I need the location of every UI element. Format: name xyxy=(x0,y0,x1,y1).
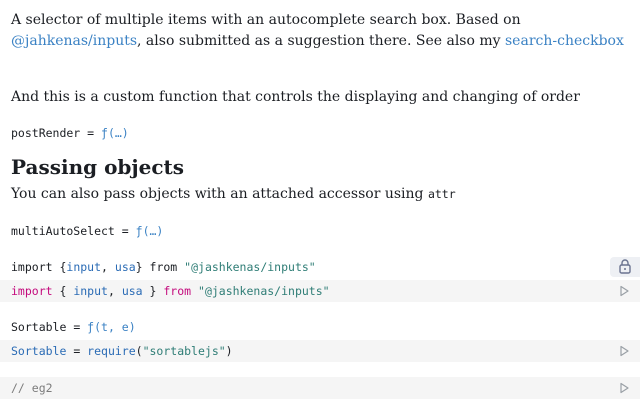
attr-code: attr xyxy=(427,187,456,201)
intro-paragraph: A selector of multiple items with an aut… xyxy=(11,10,626,52)
equals-sign: = xyxy=(66,320,88,334)
section-title: Passing objects xyxy=(11,155,185,179)
paren-close: ) xyxy=(225,344,233,358)
multiautoselect-name: multiAutoSelect xyxy=(11,224,115,238)
paren-open: ( xyxy=(135,344,143,358)
sortable-name: Sortable xyxy=(11,320,67,334)
section-description: You can also pass objects with an attach… xyxy=(11,184,626,205)
section-desc-text: You can also pass objects with an attach… xyxy=(11,186,428,202)
sortable-source: "sortablejs" xyxy=(142,344,226,358)
comment-code-cell[interactable]: // eg2 xyxy=(0,377,640,399)
play-icon[interactable] xyxy=(618,345,630,357)
jashkenas-inputs-link[interactable]: @jahkenas/inputs xyxy=(11,33,138,49)
input-ident: input xyxy=(66,260,102,274)
lock-icon[interactable] xyxy=(610,257,640,277)
sortable-fn[interactable]: ƒ(t, e) xyxy=(87,320,136,334)
intro-text-middle: , also submitted as a suggestion there. … xyxy=(137,33,505,49)
play-icon[interactable] xyxy=(618,382,630,394)
sortable-ident: Sortable xyxy=(11,344,67,358)
brace-open: { xyxy=(52,260,67,274)
import-output: import {input, usa} from "@jashkenas/inp… xyxy=(11,258,626,276)
from-keyword: from xyxy=(149,260,178,274)
postrender-output[interactable]: postRender = ƒ(…) xyxy=(11,124,626,142)
input-ident: input xyxy=(73,284,108,298)
sortable-output[interactable]: Sortable = ƒ(t, e) xyxy=(11,318,626,336)
import-source: "@jashkenas/inputs" xyxy=(198,284,330,298)
brace-close: } xyxy=(142,284,164,298)
postrender-name: postRender xyxy=(11,126,81,140)
comment-text: // eg2 xyxy=(11,381,53,395)
intro-text: A selector of multiple items with an aut… xyxy=(11,12,521,28)
equals-sign: = xyxy=(80,126,102,140)
lock-icon-svg xyxy=(619,259,631,274)
usa-ident: usa xyxy=(121,284,143,298)
brace-open: { xyxy=(52,284,74,298)
comma: , xyxy=(107,284,122,298)
search-checkbox-link[interactable]: search-checkbox xyxy=(505,33,624,49)
order-note: And this is a custom function that contr… xyxy=(11,89,580,105)
postrender-fn[interactable]: ƒ(…) xyxy=(101,126,129,140)
comma: , xyxy=(101,260,115,274)
usa-ident: usa xyxy=(114,260,136,274)
multiautoselect-output[interactable]: multiAutoSelect = ƒ(…) xyxy=(11,222,626,240)
from-keyword: from xyxy=(163,284,192,298)
sortable-code-cell[interactable]: Sortable = require("sortablejs") xyxy=(0,340,640,362)
import-keyword: import xyxy=(11,284,53,298)
import-source: "@jashkenas/inputs" xyxy=(184,260,316,274)
import-code-cell[interactable]: import { input, usa } from "@jashkenas/i… xyxy=(0,280,640,302)
play-icon[interactable] xyxy=(618,285,630,297)
equals-sign: = xyxy=(114,224,136,238)
multiautoselect-fn[interactable]: ƒ(…) xyxy=(135,224,164,238)
import-keyword: import xyxy=(11,260,53,274)
equals-sign: = xyxy=(66,344,88,358)
brace-close: } xyxy=(135,260,150,274)
require-call: require xyxy=(87,344,136,358)
